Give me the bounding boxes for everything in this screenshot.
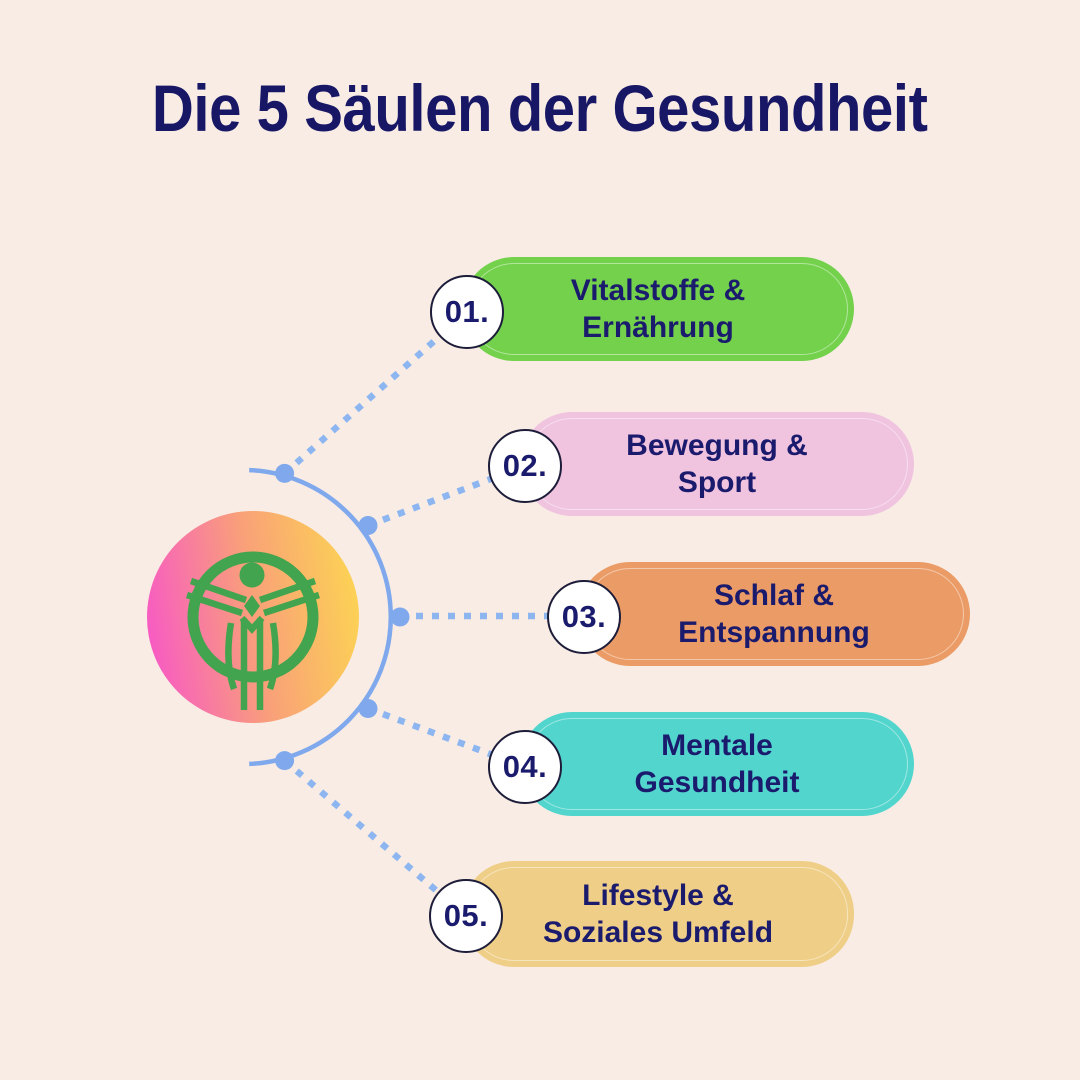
- page-title-text: Die 5 Säulen der Gesundheit: [152, 71, 928, 145]
- pillar-item-5: Lifestyle & Soziales Umfeld: [462, 861, 854, 967]
- pillar-number-3: 03.: [547, 580, 621, 654]
- dotted-connectors: [282, 309, 584, 919]
- pillar-number-1: 01.: [430, 275, 504, 349]
- pillar-label-5: Lifestyle & Soziales Umfeld: [542, 879, 774, 949]
- figure-diamond: [244, 595, 260, 617]
- pillar-number-2: 02.: [488, 429, 562, 503]
- pillar-number-4: 04.: [488, 730, 562, 804]
- pillar-label-3: Schlaf & Entspannung: [678, 579, 870, 649]
- wellness-figure-logo-icon: [147, 511, 359, 723]
- figure-head: [239, 562, 265, 588]
- medallion-gradient-circle: [147, 511, 359, 723]
- pillar-label-4: Mentale Gesundheit: [634, 729, 800, 799]
- pillar-item-1: Vitalstoffe & Ernährung: [462, 257, 854, 361]
- pillar-number-5: 05.: [429, 879, 503, 953]
- page-title: Die 5 Säulen der Gesundheit: [0, 72, 1080, 144]
- pillar-item-3: Schlaf & Entspannung: [578, 562, 970, 666]
- pillar-label-1: Vitalstoffe & Ernährung: [570, 274, 746, 344]
- pillar-item-4: Mentale Gesundheit: [520, 712, 914, 816]
- pillar-item-2: Bewegung & Sport: [520, 412, 914, 516]
- pillar-label-2: Bewegung & Sport: [626, 429, 808, 499]
- arc-dots: [275, 463, 410, 771]
- center-medallion: [147, 511, 359, 723]
- dotted-connector-4: [366, 705, 527, 771]
- dotted-connector-2: [366, 462, 527, 529]
- figure-logo: [185, 551, 321, 710]
